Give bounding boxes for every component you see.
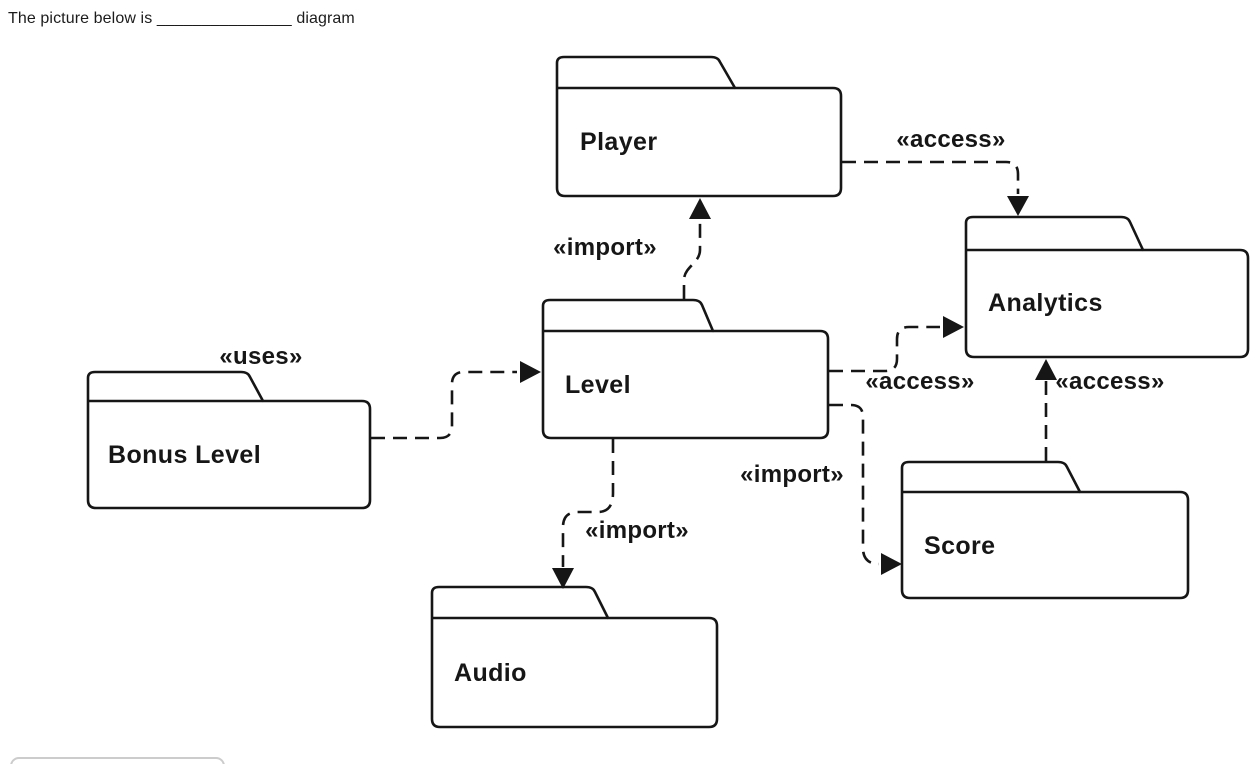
connector-score-analytics: «access» <box>1035 359 1164 461</box>
arrowhead-right-icon <box>881 553 902 575</box>
connector-bonus-level-level-line <box>371 370 517 440</box>
stereotype-label: «import» <box>553 234 657 261</box>
arrowhead-right-icon <box>943 316 964 338</box>
connector-level-analytics: «access» <box>829 316 974 395</box>
package-analytics: Analytics <box>964 215 1250 359</box>
package-player-label: Player <box>580 128 657 156</box>
arrowhead-down-icon <box>1007 196 1029 216</box>
answer-input[interactable] <box>10 757 225 764</box>
package-audio: Audio <box>430 585 719 729</box>
connector-bonus-level-level: «uses» <box>219 343 541 440</box>
package-bonus-level-shape <box>86 370 372 510</box>
package-player: Player <box>555 55 843 198</box>
connector-level-score: «import» <box>740 403 902 575</box>
question-text: The picture below is _______________ dia… <box>8 10 355 27</box>
connector-level-audio-line <box>561 439 615 567</box>
package-score: Score <box>900 460 1190 600</box>
connector-level-score-line <box>829 403 880 566</box>
package-level-label: Level <box>565 371 631 399</box>
connector-player-analytics-line <box>842 160 1020 194</box>
arrowhead-up-icon <box>689 198 711 219</box>
arrowhead-right-icon <box>520 361 541 383</box>
package-score-shape <box>900 460 1190 600</box>
package-audio-label: Audio <box>454 659 527 687</box>
stereotype-label: «access» <box>1055 368 1164 395</box>
package-bonus-level: Bonus Level <box>86 370 372 510</box>
package-level: Level <box>541 298 830 440</box>
package-player-shape <box>555 55 843 198</box>
stereotype-label: «uses» <box>219 343 302 370</box>
stereotype-label: «access» <box>865 368 974 395</box>
connector-level-player-line <box>682 221 702 299</box>
connector-level-audio: «import» <box>552 439 689 589</box>
stereotype-label: «access» <box>896 126 1005 153</box>
package-analytics-shape <box>964 215 1250 359</box>
stereotype-label: «import» <box>585 517 689 544</box>
package-score-label: Score <box>924 532 995 560</box>
arrowhead-down-icon <box>552 568 574 589</box>
connector-player-analytics: «access» <box>842 126 1029 216</box>
package-analytics-label: Analytics <box>988 289 1103 317</box>
package-level-shape <box>541 298 830 440</box>
package-bonus-level-label: Bonus Level <box>108 441 261 469</box>
arrowhead-up-icon <box>1035 359 1057 380</box>
connector-level-analytics-line <box>829 325 940 373</box>
package-audio-shape <box>430 585 719 729</box>
stereotype-label: «import» <box>740 461 844 488</box>
connector-level-player: «import» <box>553 198 711 299</box>
